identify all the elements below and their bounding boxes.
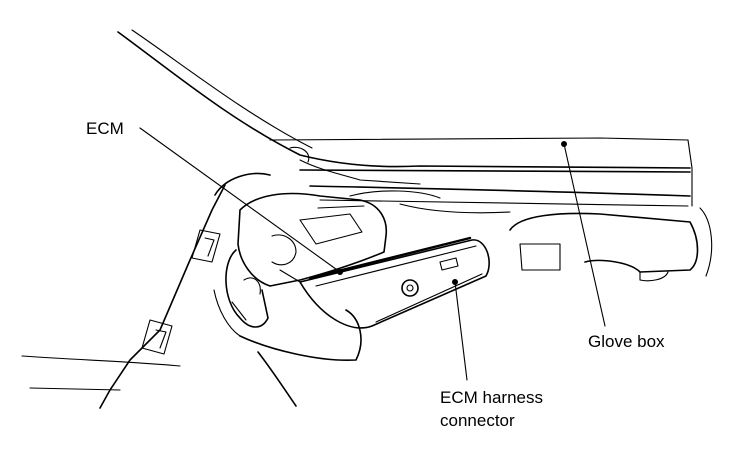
ecm-leader-dot [337, 269, 343, 275]
glove-box-leader-dot [561, 141, 567, 147]
glove-box-label: Glove box [588, 332, 665, 351]
mounting-bracket [213, 172, 362, 362]
left-side-panel [99, 184, 226, 409]
ecm-harness-connector [299, 236, 490, 329]
ecm-leader-line [139, 127, 341, 273]
lower-dash-lines [21, 351, 297, 407]
ecm-unit [237, 192, 388, 287]
upper-detail [289, 146, 511, 214]
ecm-harness-connector-label-line2: connector [440, 411, 515, 430]
glove-box-leader-line [563, 143, 606, 327]
leader-lines [139, 127, 606, 381]
ecm-harness-connector-label-line1: ECM harness [440, 388, 543, 407]
ecm-label: ECM [86, 119, 124, 138]
windshield-edge [117, 29, 691, 169]
glove-box-outline [509, 207, 713, 282]
harness-leader-line [454, 281, 468, 381]
harness-leader-dot [452, 279, 458, 285]
ecm-harness-connector-label: ECM harness connector [440, 386, 543, 432]
